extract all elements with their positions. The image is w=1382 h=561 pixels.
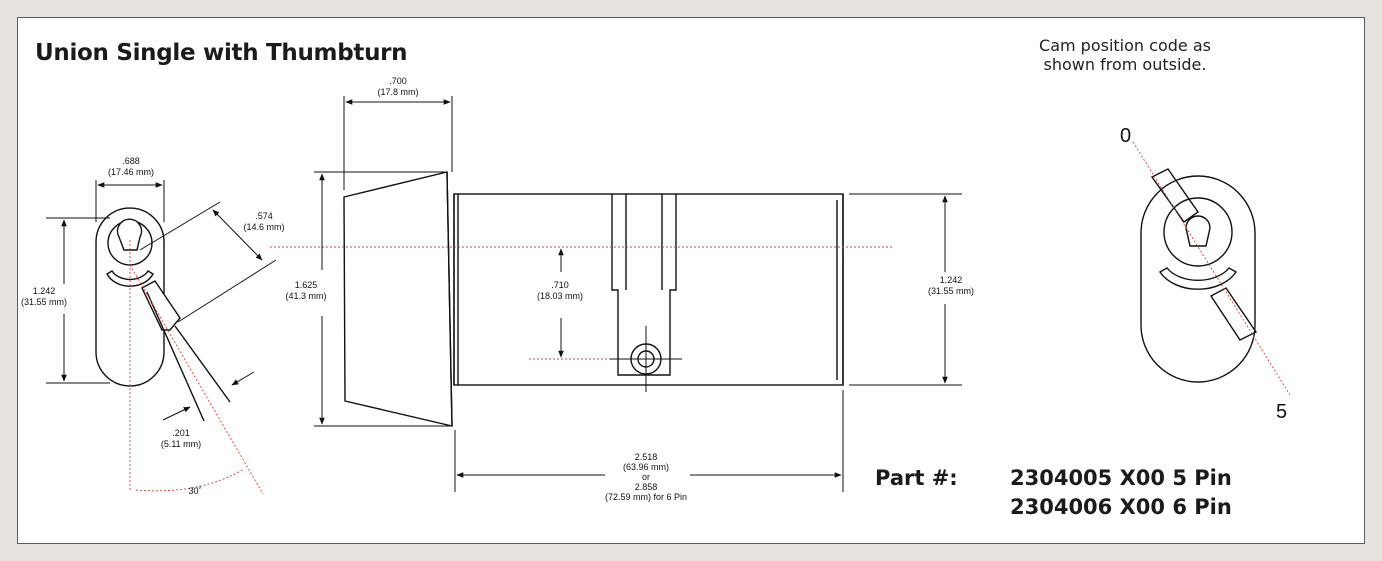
cam-view-outline (1140, 175, 1256, 383)
profile-view (95, 207, 231, 422)
cam-view-rotation-line (1132, 141, 1291, 396)
dim-or: or (642, 472, 650, 482)
dim-angle-value: 30˚ (188, 486, 201, 496)
dim-1242-right-mm: (31.55 mm) (928, 286, 974, 296)
dim-710-value: .710 (551, 280, 569, 290)
dim-574-mm: (14.6 mm) (243, 222, 284, 232)
cam-view-tail-bottom (1209, 287, 1258, 341)
side-dimension-text: .700 (17.8 mm) 1.625 (41.3 mm) .710 (18.… (285, 76, 974, 502)
dim-1625-value: 1.625 (295, 280, 318, 290)
dim-201-mm: (5.11 mm) (161, 439, 201, 449)
profile-dimension-text: .688 (17.46 mm) 1.242 (31.55 mm) .574 (1… (21, 156, 285, 496)
dim-2518-mm: (63.96 mm) (623, 462, 669, 472)
profile-cam-edge-2 (174, 325, 231, 403)
cam-view-plug-circle (1163, 197, 1233, 267)
dim-574-value: .574 (255, 211, 273, 221)
dim-201-value: .201 (172, 428, 190, 438)
dim-700-value: .700 (389, 76, 407, 86)
dim-201-arrow-right (231, 371, 255, 386)
cam-slot (611, 194, 677, 376)
cam-view-arc-slot (1159, 267, 1237, 290)
dim-1625-mm: (41.3 mm) (285, 291, 326, 301)
dim-201-arrow-left (162, 406, 191, 421)
profile-cam-edge-1 (146, 291, 205, 422)
part-number-6-pin: 2304006 X00 6 Pin (1010, 495, 1232, 519)
cam-note-line-2: shown from outside. (1043, 55, 1207, 74)
cam-note-line-1: Cam position code as (1039, 36, 1211, 55)
side-view (343, 171, 844, 427)
dim-2858-mm: (72.59 mm) for 6 Pin (605, 492, 687, 502)
cam-view-keyway (1185, 215, 1211, 247)
dim-1242-right-value: 1.242 (940, 275, 963, 285)
dim-574-arrow (212, 209, 263, 261)
profile-dimension-lines (46, 180, 277, 421)
thumbturn-body (343, 171, 453, 427)
profile-arc-slot (106, 270, 154, 287)
dim-1242-left-mm: (31.55 mm) (21, 297, 67, 307)
profile-outline (95, 207, 165, 387)
profile-center-diagonal (129, 264, 264, 495)
cam-position-5: 5 (1276, 401, 1287, 423)
dim-688-mm: (17.46 mm) (108, 167, 154, 177)
dim-688-value: .688 (122, 156, 140, 166)
cylinder-body (453, 193, 844, 386)
dim-2858-value: 2.858 (635, 482, 658, 492)
profile-keyway (116, 218, 143, 251)
dim-2518-value: 2.518 (635, 452, 658, 462)
dim-710-mm: (18.03 mm) (537, 291, 583, 301)
side-crosshair (610, 326, 682, 392)
side-dimension-lines (314, 96, 962, 492)
angle-arc (135, 468, 245, 492)
thumbturn-face-line (446, 171, 453, 427)
profile-center-lines (129, 240, 264, 495)
dim-700-mm: (17.8 mm) (377, 87, 418, 97)
cam-position-note: Cam position code as shown from outside. (1010, 36, 1240, 74)
cam-slot-inner (625, 194, 663, 290)
cam-position-view (1140, 168, 1258, 383)
part-number-label: Part #: (875, 466, 958, 490)
side-center-lines (270, 246, 893, 360)
page-title: Union Single with Thumbturn (35, 40, 408, 66)
profile-cam-tail (141, 280, 181, 331)
cam-position-0: 0 (1120, 125, 1131, 147)
dim-1242-left-value: 1.242 (33, 286, 56, 296)
part-number-5-pin: 2304005 X00 5 Pin (1010, 466, 1232, 490)
